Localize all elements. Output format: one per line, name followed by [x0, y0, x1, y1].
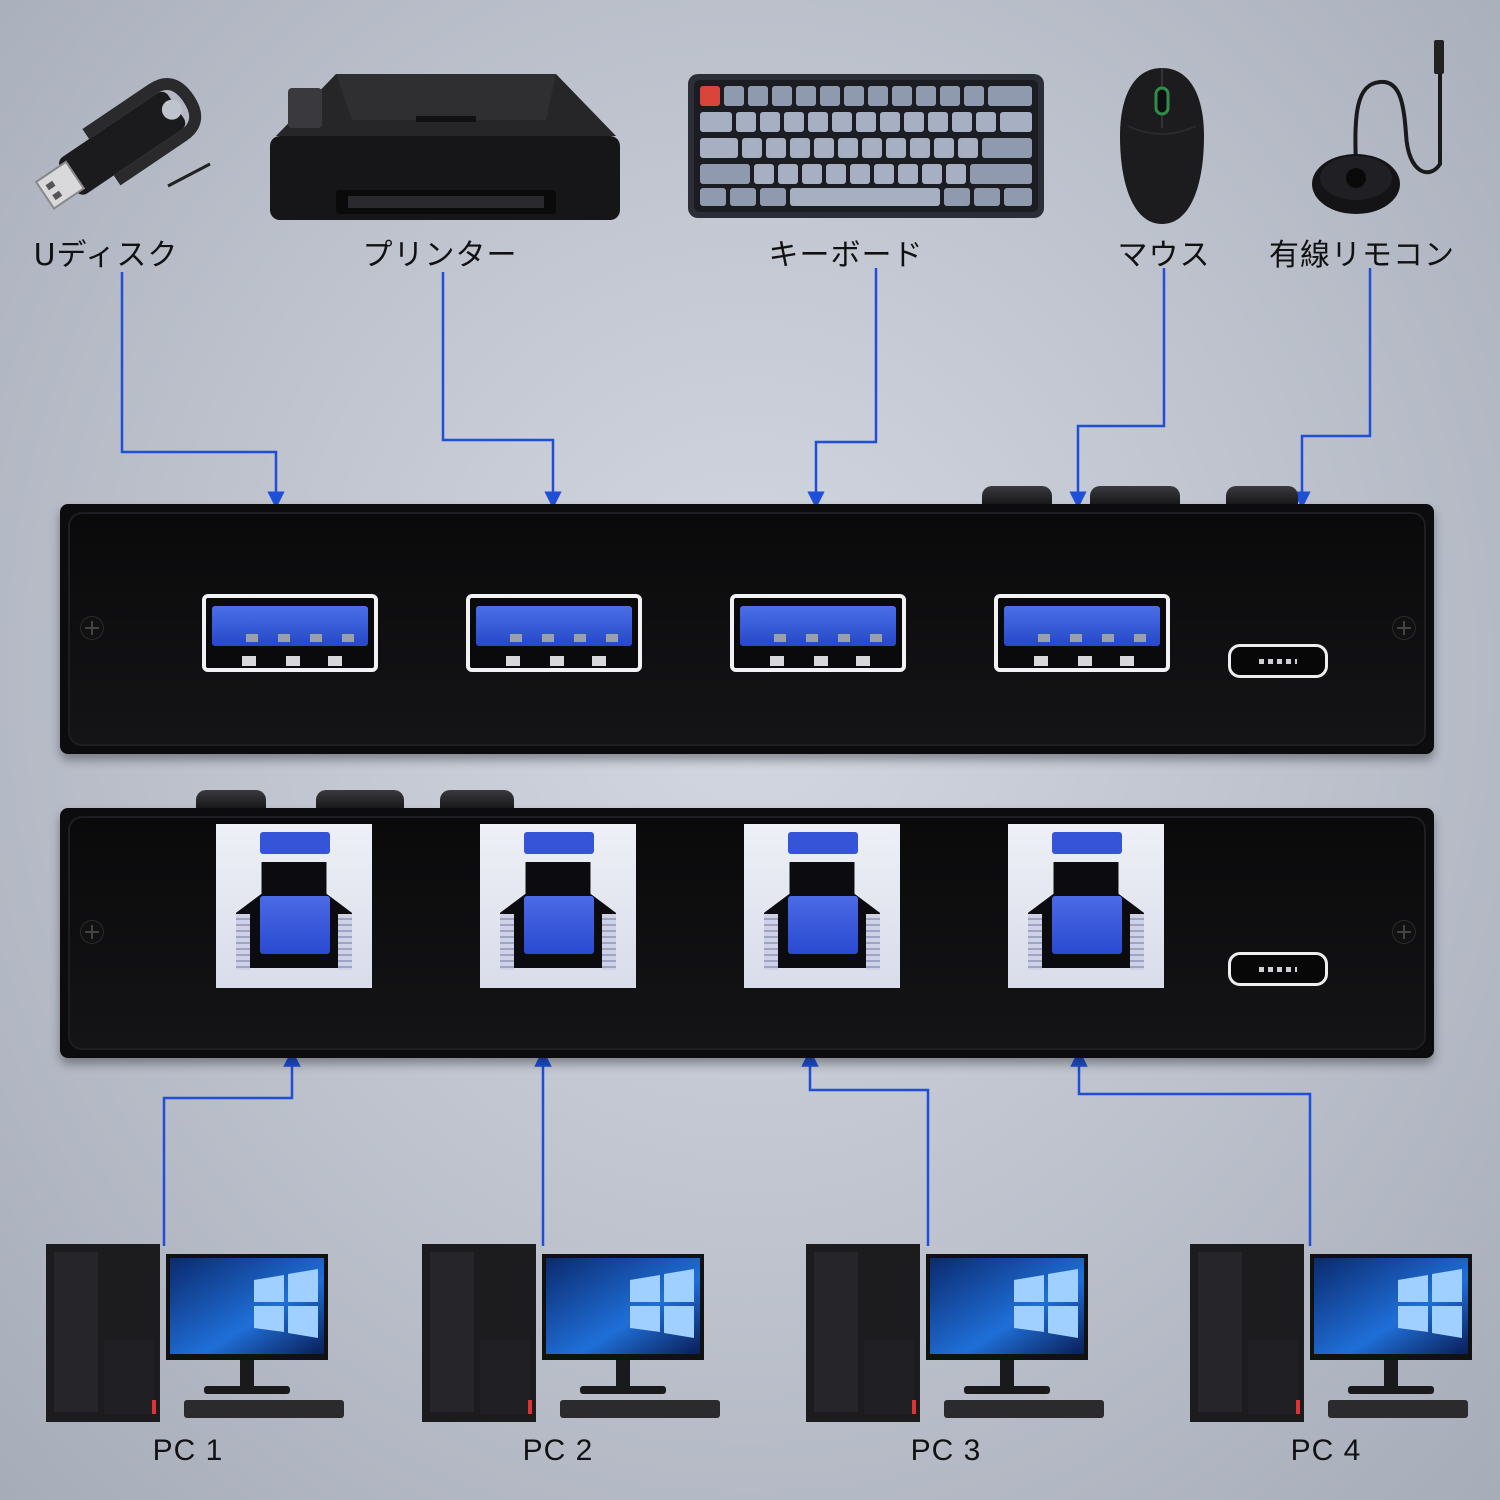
switch-knob[interactable]	[316, 790, 404, 812]
desktop-computer-icon	[46, 1244, 344, 1422]
wire-pc1	[162, 1049, 301, 1246]
label-pc-4: PC 4	[1290, 1434, 1362, 1467]
usb-b-port-4[interactable]	[1008, 824, 1164, 988]
usb-b-port-3[interactable]	[744, 824, 900, 988]
label-keyboard: キーボード	[768, 238, 924, 273]
screw-icon	[1392, 616, 1416, 640]
wire-keyboard	[807, 268, 878, 509]
wired-remote-icon	[1312, 40, 1444, 214]
usb-a-port-1[interactable]	[202, 594, 378, 672]
usb-flash-drive-icon	[34, 78, 211, 210]
switch-front-panel	[60, 504, 1434, 754]
screw-icon	[80, 920, 104, 944]
label-pc-2: PC 2	[522, 1434, 594, 1467]
label-wired-remote: 有線リモコン	[1269, 238, 1455, 273]
wire-remote	[1293, 268, 1372, 509]
screw-icon	[80, 616, 104, 640]
desktop-computer-icon	[806, 1244, 1104, 1422]
switch-knob[interactable]	[1226, 486, 1298, 508]
wire-mouse	[1069, 268, 1166, 509]
micro-usb-port[interactable]	[1228, 644, 1328, 678]
usb-b-port-1[interactable]	[216, 824, 372, 988]
switch-knob[interactable]	[196, 790, 266, 812]
screw-icon	[1392, 920, 1416, 944]
label-pc-3: PC 3	[910, 1434, 982, 1467]
usb-a-port-2[interactable]	[466, 594, 642, 672]
wire-pc4	[1070, 1049, 1312, 1246]
desktop-computer-icon	[422, 1244, 720, 1422]
label-usb-disk: Uディスク	[33, 238, 179, 273]
wire-pc3	[801, 1049, 930, 1246]
micro-usb-port[interactable]	[1228, 952, 1328, 986]
usb-a-port-4[interactable]	[994, 594, 1170, 672]
keyboard-icon	[688, 74, 1044, 218]
label-pc-1: PC 1	[152, 1434, 224, 1467]
usb-a-port-3[interactable]	[730, 594, 906, 672]
usb-b-port-2[interactable]	[480, 824, 636, 988]
label-printer: プリンター	[362, 238, 518, 273]
mouse-icon	[1120, 68, 1204, 224]
switch-knob[interactable]	[1090, 486, 1180, 508]
wire-usb-disk	[120, 272, 285, 509]
desktop-computer-icon	[1190, 1244, 1472, 1422]
switch-knob[interactable]	[440, 790, 514, 812]
wire-printer	[441, 272, 562, 509]
switch-knob[interactable]	[982, 486, 1052, 508]
label-mouse: マウス	[1117, 238, 1211, 273]
printer-icon	[270, 74, 620, 220]
